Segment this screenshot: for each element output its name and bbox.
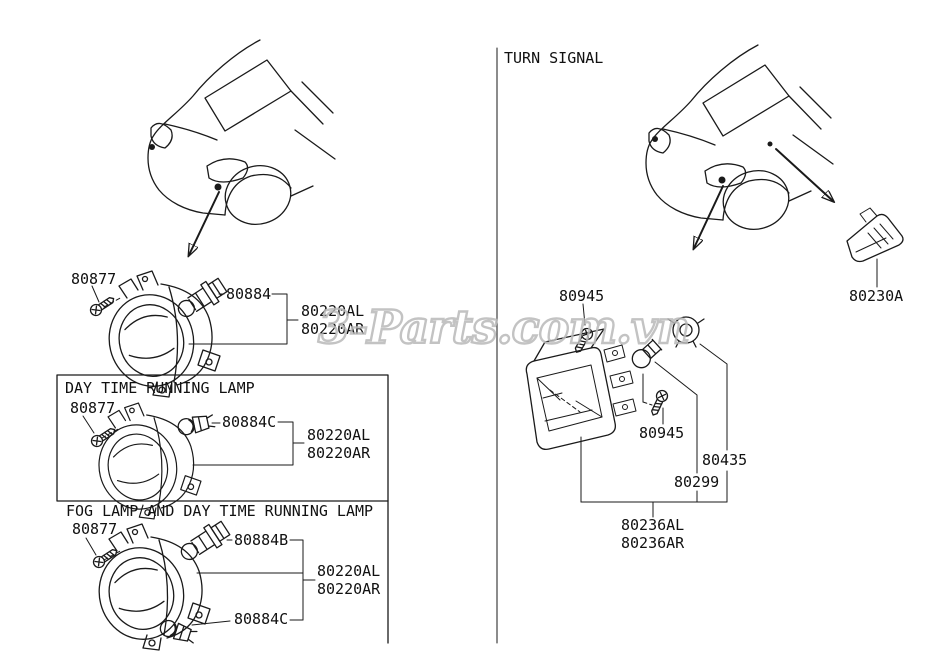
leader-lines-fog-drl-section <box>85 537 316 626</box>
bulb-80884-drawing <box>172 274 230 324</box>
part-label-fogdrl-screw-80877: 80877 <box>72 520 118 538</box>
socket-80435-drawing <box>667 316 705 348</box>
part-label-screw-80945-upper: 80945 <box>559 287 605 305</box>
screw-80877-drawing <box>87 293 118 319</box>
part-label-fogdrl-80220al: 80220AL <box>317 562 381 580</box>
screw-80945-lower-drawing <box>647 388 670 419</box>
car-sketch-left-icon <box>147 39 336 233</box>
part-label-screw-80877: 80877 <box>71 270 117 288</box>
part-label-bulb-80299: 80299 <box>674 473 720 491</box>
part-label-80230a: 80230A <box>849 287 904 305</box>
leader-lines-turn-signal-section <box>580 258 878 518</box>
part-label-drl-80220ar: 80220AR <box>307 444 371 462</box>
part-label-fogdrl-80220ar: 80220AR <box>317 580 381 598</box>
part-label-bulb-80884b: 80884B <box>234 531 289 549</box>
part-label-bulb-80884: 80884 <box>226 285 272 303</box>
part-label-80220al: 80220AL <box>301 302 365 320</box>
turn-signal-section-title: TURN SIGNAL <box>504 49 604 67</box>
part-label-bulb-80884c: 80884C <box>222 413 277 431</box>
turn-signal-lamp-drawing <box>525 328 637 450</box>
part-label-drl-80220al: 80220AL <box>307 426 371 444</box>
pointer-arrow-front-turn-signal <box>694 185 724 248</box>
leader-lines-fog-section <box>91 285 299 345</box>
part-label-bulb-80884c-bottom: 80884C <box>234 610 289 628</box>
part-label-80220ar: 80220AR <box>301 320 365 338</box>
screw-80945-upper-drawing <box>571 325 596 356</box>
bulb-80299-drawing <box>627 337 664 373</box>
part-label-screw-80945-lower: 80945 <box>639 424 685 442</box>
drl-section-title: DAY TIME RUNNING LAMP <box>65 379 255 397</box>
pointer-arrow-fog-location <box>189 191 220 255</box>
drl-section-box <box>56 374 389 502</box>
leader-lines-drl-section <box>82 415 305 466</box>
fog-drl-section-title: FOG LAMP AND DAY TIME RUNNING LAMP <box>66 502 374 520</box>
pointer-arrow-side-marker <box>775 148 833 201</box>
part-label-drl-screw-80877: 80877 <box>70 399 116 417</box>
part-label-80236al: 80236AL <box>621 516 685 534</box>
bulb-80884b-drawing <box>175 517 233 567</box>
side-marker-lamp-drawing <box>846 207 904 263</box>
part-label-socket-80435: 80435 <box>702 451 748 469</box>
part-label-80236ar: 80236AR <box>621 534 685 552</box>
car-sketch-right-icon <box>645 44 834 238</box>
